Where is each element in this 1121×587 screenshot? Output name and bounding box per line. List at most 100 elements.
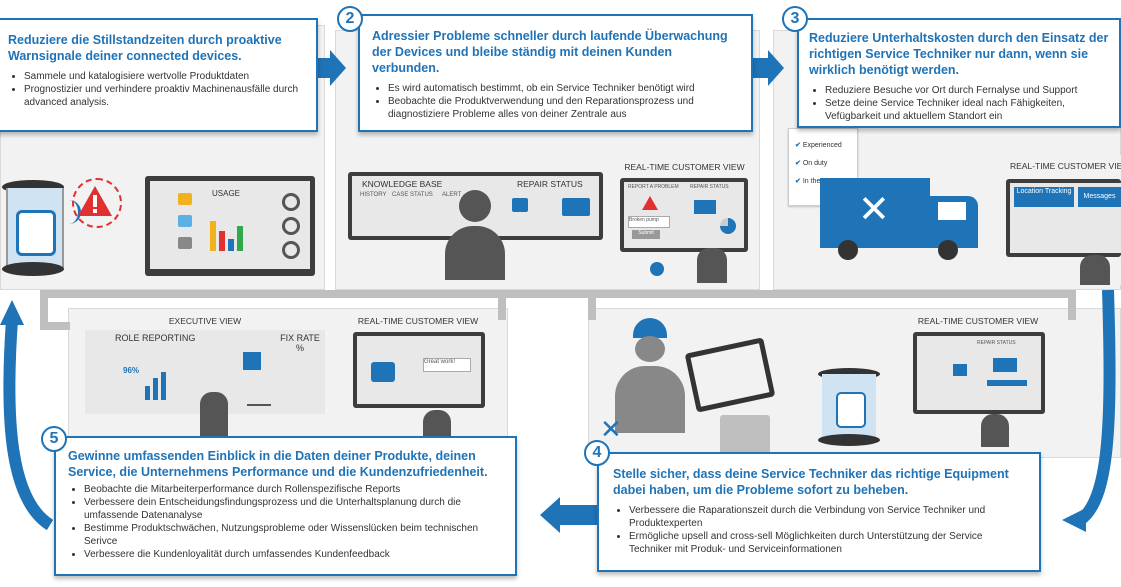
usage-label: USAGE xyxy=(212,189,241,198)
truck-icon xyxy=(562,198,590,216)
list-item: Sammele und katalogisiere wertvolle Prod… xyxy=(24,70,306,83)
alert-circle xyxy=(72,178,122,228)
customer-person xyxy=(423,410,451,437)
progress-bar xyxy=(987,380,1027,386)
percent-value: 96% xyxy=(123,366,140,375)
customer-person xyxy=(981,414,1009,447)
list-item: Es wird automatisch bestimmt, ob ein Ser… xyxy=(388,82,739,95)
pipe-right-vertical xyxy=(1068,290,1076,320)
step-1-card: Reduziere die Stillstandzeiten durch pro… xyxy=(0,18,318,132)
step-2-card: Adressier Probleme schneller durch laufe… xyxy=(358,14,753,132)
knowledge-base-label: KNOWLEDGE BASE xyxy=(362,179,443,189)
checklist-item: ✔ In the area xyxy=(795,178,836,185)
device-tank-1 xyxy=(2,180,64,276)
support-agent-person xyxy=(445,190,505,280)
broken-pump-field: Broken pump xyxy=(628,216,670,228)
step-3-title: Reduziere Unterhaltskosten durch den Ein… xyxy=(809,31,1109,77)
repair-status-small: REPAIR STATUS xyxy=(690,184,729,190)
gear-icon xyxy=(282,241,300,259)
repair-status-label: REPAIR STATUS xyxy=(517,179,583,189)
device-tank-4 xyxy=(818,368,880,446)
step-1-title: Reduziere die Stillstandzeiten durch pro… xyxy=(8,33,282,63)
list-item: Verbessere dein Entscheidungsfindungspro… xyxy=(84,496,503,522)
list-item: Beobachte die Produktverwendung und den … xyxy=(388,95,739,121)
service-truck: ✕ xyxy=(820,178,980,263)
monitor-rtcv-4: REAL-TIME CUSTOMER VIEW REPAIR STATUS xyxy=(903,312,1053,447)
rtcv-label-2: REAL-TIME CUSTOMER VIEW xyxy=(624,162,745,172)
list-item: Verbessere die Kundenloyalität durch umf… xyxy=(84,548,503,561)
wrench-icon: ✕ xyxy=(858,189,890,231)
list-item: Reduziere Besuche vor Ort durch Fernalys… xyxy=(825,84,1109,97)
monitor-rtcv-3: REAL-TIME CUSTOMER VIEW Location Trackin… xyxy=(990,155,1121,285)
case-status-label: CASE STATUS xyxy=(392,192,433,198)
alert-icon xyxy=(642,196,658,210)
rtcv-label-3: REAL-TIME CUSTOMER VIEW xyxy=(1010,161,1121,171)
history-label: HISTORY xyxy=(360,192,387,198)
step-2-number: 2 xyxy=(337,6,363,32)
skype-icon xyxy=(650,262,664,276)
pipe-mid-v1 xyxy=(498,290,506,320)
step-5-bullets: Beobachte die Mitarbeiterperformance dur… xyxy=(68,483,503,561)
pie-chart-icon xyxy=(720,218,736,234)
list-item: Verbessere die Raparationszeit durch die… xyxy=(629,504,1027,530)
list-item: Beobachte die Mitarbeiterperformance dur… xyxy=(84,483,503,496)
alert-label: ALERT xyxy=(442,192,462,198)
printer-icon xyxy=(178,237,192,249)
printer-icon xyxy=(178,215,192,227)
truck-icon xyxy=(993,358,1017,372)
printer-icon xyxy=(512,198,528,212)
pipe-mid-v2 xyxy=(588,290,596,320)
truck-icon xyxy=(694,200,716,214)
check-icon: ✔ xyxy=(795,142,801,149)
step-4-title: Stelle sicher, dass deine Service Techni… xyxy=(613,467,1009,497)
list-item: Bestimme Produktschwächen, Nutzungsprobl… xyxy=(84,522,503,548)
rtcv-label-5: REAL-TIME CUSTOMER VIEW xyxy=(357,316,479,326)
messages-tab: Messages xyxy=(1078,187,1121,207)
printer-icon xyxy=(178,193,192,205)
monitor-rtcv-5: REAL-TIME CUSTOMER VIEW Great work! xyxy=(338,312,498,437)
pump-icon xyxy=(16,210,56,256)
executive-person xyxy=(200,392,228,438)
checklist-item: ✔ Experienced xyxy=(795,142,842,149)
wrench-icon: ✕ xyxy=(600,414,622,444)
arrow-5-to-1 xyxy=(3,319,54,531)
step-1-bullets: Sammele und katalogisiere wertvolle Prod… xyxy=(8,70,306,109)
toolbox-icon xyxy=(720,415,770,455)
monitor-usage: USAGE xyxy=(145,176,315,276)
checklist-item: ✔ On duty xyxy=(795,160,828,167)
step-2-title: Adressier Probleme schneller durch laufe… xyxy=(372,29,728,75)
step-2-bullets: Es wird automatisch bestimmt, ob ein Ser… xyxy=(372,82,739,121)
list-item: Ermögliche upsell and cross-sell Möglich… xyxy=(629,530,1027,556)
submit-button: Submit xyxy=(632,230,660,239)
pipe-left-h xyxy=(40,322,70,330)
step-5-card: Gewinne umfassenden Einblick in die Date… xyxy=(54,436,517,576)
report-problem-label: REPORT A PROBLEM xyxy=(628,184,679,190)
gear-icon xyxy=(282,193,300,211)
step-3-card: Reduziere Unterhaltskosten durch den Ein… xyxy=(797,18,1121,128)
technician-person xyxy=(615,318,685,433)
step-4-card: Stelle sicher, dass deine Service Techni… xyxy=(597,452,1041,572)
role-reporting-label: ROLE REPORTING xyxy=(115,333,196,343)
step-5-title: Gewinne umfassenden Einblick in die Date… xyxy=(68,449,488,479)
arrow-4-to-5 xyxy=(540,497,597,533)
list-item: Setze deine Service Techniker ideal nach… xyxy=(825,97,1109,123)
location-tracking-tab: Location Tracking xyxy=(1014,187,1074,207)
step-5-number: 5 xyxy=(41,426,67,452)
list-item: Prognostizier und verhindere proaktiv Ma… xyxy=(24,83,306,109)
gear-icon xyxy=(282,217,300,235)
pipe-left-vertical xyxy=(40,290,48,330)
check-icon: ✔ xyxy=(795,160,801,167)
rtcv-label-4: REAL-TIME CUSTOMER VIEW xyxy=(917,316,1039,326)
monitor-rtcv-2: REAL-TIME CUSTOMER VIEW REPORT A PROBLEM… xyxy=(612,158,757,283)
pipe-top xyxy=(40,290,1075,298)
great-work-field: Great work! xyxy=(423,358,471,372)
step-3-number: 3 xyxy=(782,6,808,32)
step-4-number: 4 xyxy=(584,440,610,466)
fix-rate-label: FIX RATE % xyxy=(280,333,320,353)
alert-icon xyxy=(78,186,112,216)
executive-view-label: EXECUTIVE VIEW xyxy=(168,316,242,326)
step-3-bullets: Reduziere Besuche vor Ort durch Fernalys… xyxy=(809,84,1109,123)
pump-icon xyxy=(836,392,866,428)
repair-status-small: REPAIR STATUS xyxy=(977,340,1016,346)
customer-person xyxy=(1080,255,1110,285)
